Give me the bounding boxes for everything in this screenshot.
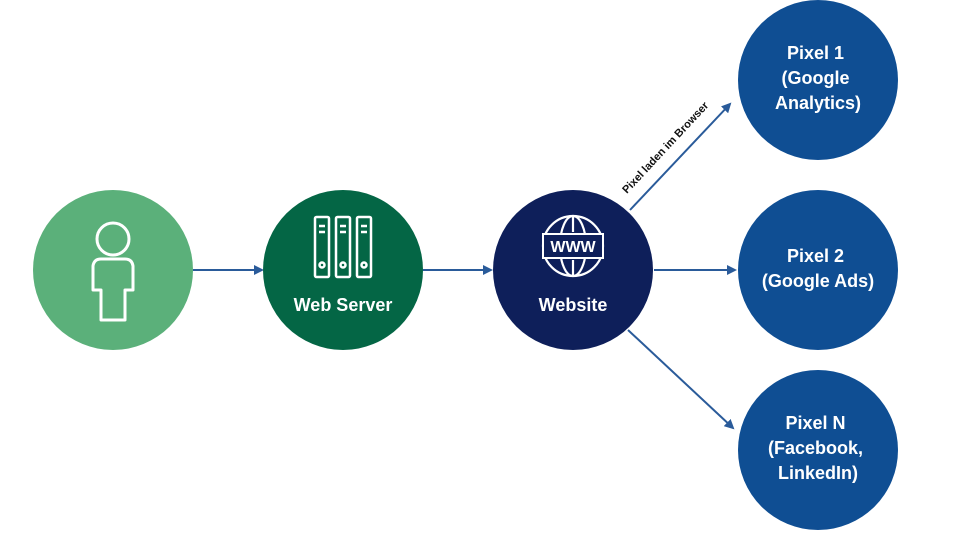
pixel2-line-2: (Google Ads) — [762, 271, 874, 291]
server-node: Web Server — [263, 190, 423, 350]
pixelN-node: Pixel N (Facebook, LinkedIn) — [738, 370, 898, 530]
user-node — [33, 190, 193, 350]
pixelN-line-2: (Facebook, — [768, 438, 863, 458]
pixel1-line-3: Analytics) — [775, 93, 861, 113]
website-node: WWW Website — [493, 190, 653, 350]
pixelN-label: Pixel N (Facebook, LinkedIn) — [768, 413, 868, 483]
pixel1-line-2: (Google — [781, 68, 849, 88]
edges — [193, 102, 737, 430]
person-icon — [91, 221, 135, 322]
www-icon-text: WWW — [550, 239, 596, 256]
edge-website-to-pixel1 — [629, 102, 732, 211]
pixel1-label: Pixel 1 (Google Analytics) — [775, 43, 861, 113]
server-icon — [313, 215, 373, 279]
pixel1-node: Pixel 1 (Google Analytics) — [738, 0, 898, 160]
pixel1-circle — [738, 0, 898, 160]
pixel2-node: Pixel 2 (Google Ads) — [738, 190, 898, 350]
website-label: Website — [539, 295, 608, 315]
pixel1-line-1: Pixel 1 — [787, 43, 844, 63]
pixel2-circle — [738, 190, 898, 350]
user-circle — [33, 190, 193, 350]
pixelN-circle — [738, 370, 898, 530]
www-globe-icon — [541, 214, 605, 278]
pixel2-line-1: Pixel 2 — [787, 246, 844, 266]
server-label: Web Server — [294, 295, 393, 315]
edge-label-pixel-laden: Pixel laden im Browser — [620, 99, 711, 196]
edge-website-to-pixelN — [627, 329, 735, 430]
server-circle — [263, 190, 423, 350]
pixelN-line-3: LinkedIn) — [778, 463, 858, 483]
pixel2-label: Pixel 2 (Google Ads) — [762, 246, 874, 291]
pixelN-line-1: Pixel N — [785, 413, 845, 433]
